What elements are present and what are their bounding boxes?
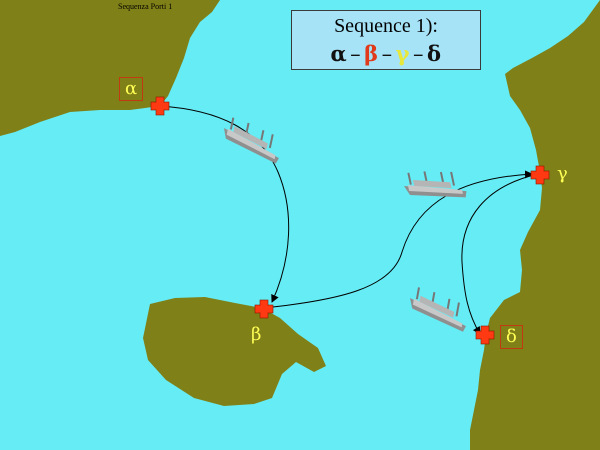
ship-icon-1	[219, 116, 286, 164]
header-note: Sequenza Porti 1	[118, 2, 173, 11]
sequence-title-box: Sequence 1): α–β–γ–δ	[291, 10, 481, 70]
route-alpha-beta	[159, 105, 290, 303]
title-separator: –	[412, 42, 424, 66]
port-label-delta: δ	[500, 325, 523, 349]
port-marker-delta	[475, 325, 495, 345]
port-marker-alpha	[150, 96, 170, 116]
title-separator: –	[350, 42, 362, 66]
title-heading: Sequence 1):	[334, 15, 438, 37]
port-marker-gamma	[530, 165, 550, 185]
land-island-south	[143, 297, 326, 406]
title-symbol-gamma: γ	[395, 41, 410, 66]
port-label-alpha: α	[119, 77, 144, 101]
land-northwest	[0, 0, 220, 136]
title-sequence: α–β–γ–δ	[292, 41, 480, 66]
title-symbol-beta: β	[364, 41, 379, 66]
port-label-beta: β	[251, 324, 262, 345]
port-label-gamma: γ	[557, 163, 568, 184]
title-separator: –	[381, 42, 393, 66]
route-beta-gamma	[263, 170, 533, 309]
ship-icon-3	[405, 286, 472, 333]
port-marker-beta	[254, 299, 274, 319]
land-east	[470, 0, 600, 450]
title-symbol-alpha: α	[330, 41, 348, 66]
route-gamma-delta	[461, 173, 539, 335]
ship-icon-2	[401, 161, 468, 210]
title-symbol-delta: δ	[426, 41, 442, 66]
